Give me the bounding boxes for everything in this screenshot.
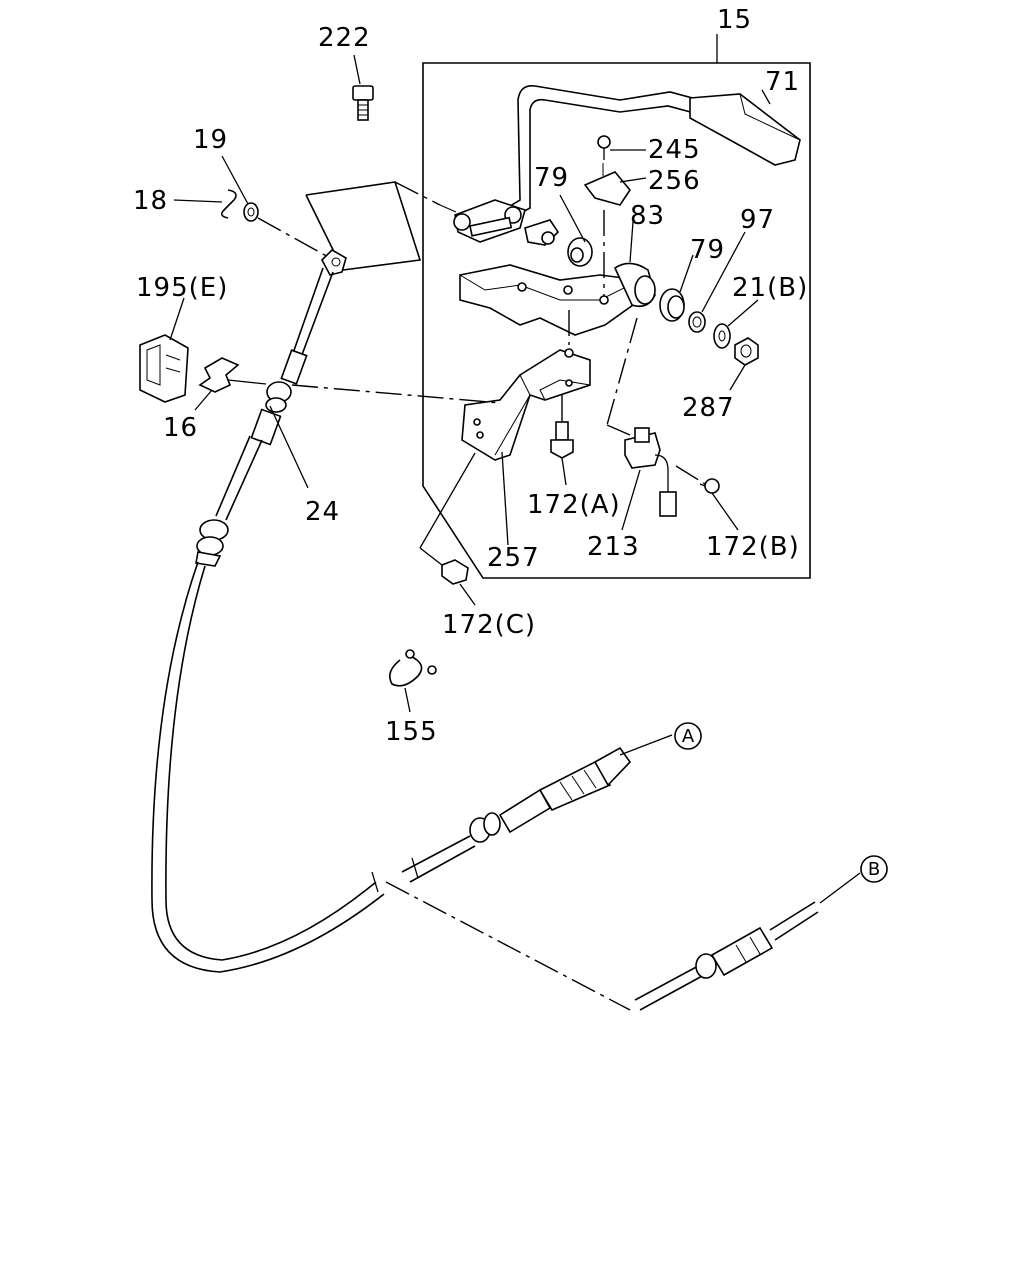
- bracket-257: [461, 310, 591, 546]
- switch-213: [606, 317, 677, 531]
- washer-19: [221, 155, 259, 222]
- bolt-172c: [419, 452, 476, 606]
- label-287: 287: [682, 393, 735, 423]
- clip-16: [194, 357, 267, 411]
- screw-172b: [675, 465, 739, 531]
- label-16: 16: [163, 413, 198, 443]
- bolt-172a: [550, 395, 574, 486]
- label-222: 222: [318, 23, 371, 53]
- bushing-79-left: [559, 194, 593, 267]
- label-256: 256: [648, 166, 701, 196]
- lever-handle-71: [473, 84, 801, 233]
- label-21b: 21(B): [732, 273, 808, 303]
- label-213: 213: [587, 532, 640, 562]
- label-24: 24: [305, 497, 340, 527]
- cable-end-a: [371, 734, 673, 893]
- ref-circle-a: A: [674, 722, 702, 750]
- bolt-222: [352, 54, 374, 121]
- label-79-right: 79: [690, 235, 725, 265]
- label-79-left: 79: [534, 163, 569, 193]
- label-257: 257: [487, 543, 540, 573]
- label-245: 245: [648, 135, 701, 165]
- screw-245: [597, 135, 646, 160]
- plate-256: [583, 163, 647, 206]
- washer-97: [688, 231, 746, 333]
- nut-287: [729, 337, 759, 391]
- label-71: 71: [765, 67, 800, 97]
- label-15: 15: [717, 5, 752, 35]
- bushing-79-right: [659, 254, 694, 322]
- label-172c: 172(C): [442, 610, 536, 640]
- clip-195e: [139, 297, 189, 403]
- reference-plane: [257, 181, 441, 271]
- label-195e: 195(E): [136, 273, 228, 303]
- shift-cable-24: [151, 249, 501, 973]
- label-83: 83: [630, 201, 665, 231]
- label-97: 97: [740, 205, 775, 235]
- assembly-frame: [422, 34, 811, 579]
- label-18: 18: [133, 186, 168, 216]
- label-172b: 172(B): [706, 532, 800, 562]
- ref-circle-b: B: [860, 855, 888, 883]
- clamp-155: [389, 649, 437, 713]
- mount-body: [459, 210, 656, 336]
- pivot-shaft: [439, 199, 560, 246]
- ref-label-a: A: [682, 726, 695, 747]
- label-172a: 172(A): [527, 490, 621, 520]
- label-155: 155: [385, 717, 438, 747]
- washer-21b: [713, 299, 759, 349]
- ref-label-b: B: [868, 859, 880, 880]
- pin-18: [173, 189, 237, 219]
- label-19: 19: [193, 125, 228, 155]
- cable-end-b: [385, 872, 861, 1011]
